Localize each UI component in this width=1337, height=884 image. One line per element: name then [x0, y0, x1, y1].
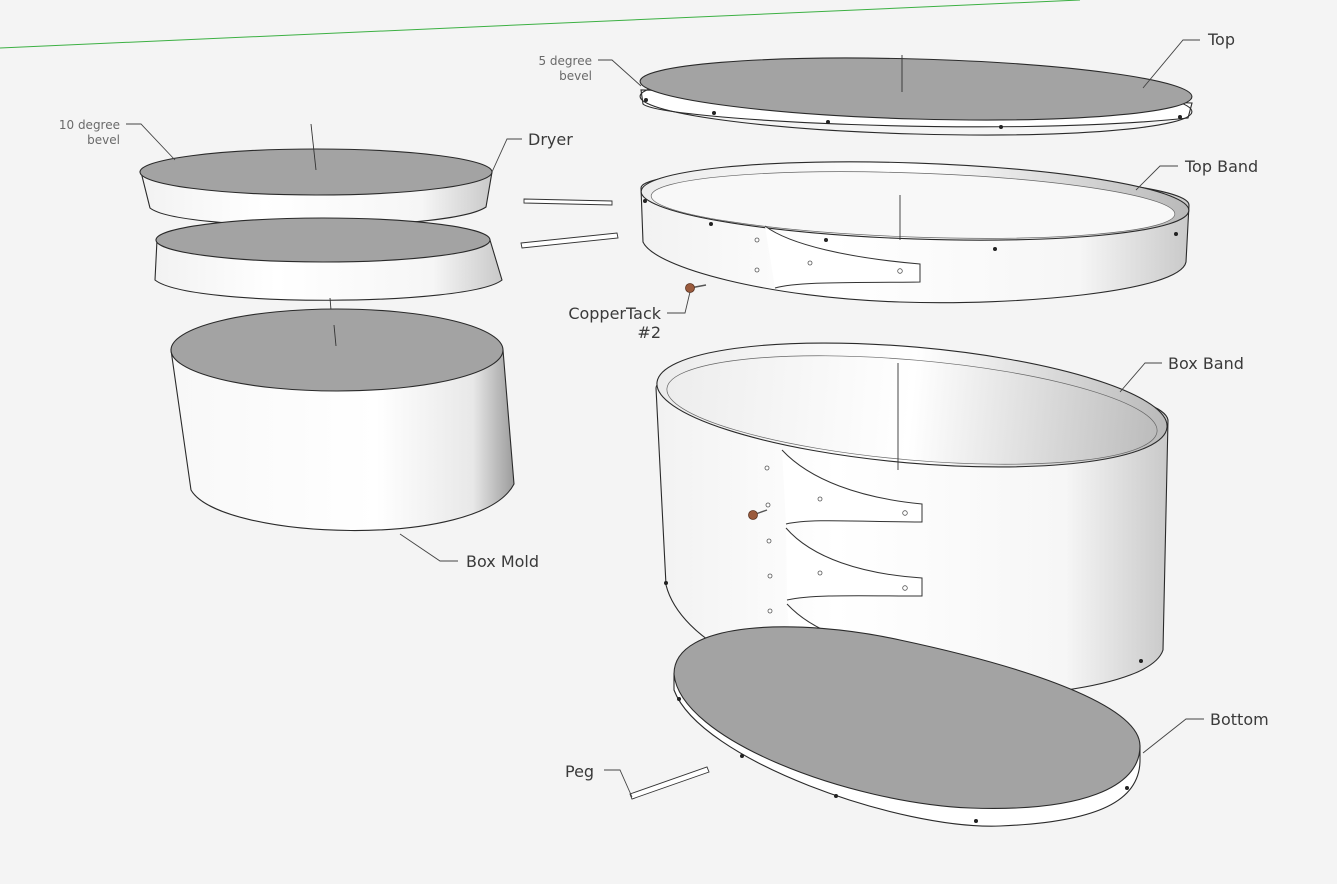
peg-part	[629, 766, 710, 800]
box-mold-part	[170, 308, 515, 532]
bevel10-leader	[126, 123, 176, 161]
bottom-part	[673, 626, 1141, 827]
box-band-part	[655, 342, 1169, 699]
label-box-band: Box Band	[1168, 354, 1244, 373]
dryer-leader	[491, 138, 522, 173]
box-band-leader	[1119, 362, 1162, 393]
copper-tack-leader	[667, 291, 691, 314]
label-copper-tack-1: CopperTack	[568, 304, 661, 323]
box-mold-leader	[399, 533, 458, 562]
bevel5-leader	[598, 59, 642, 87]
top-band-leader	[1135, 165, 1178, 191]
dryer-part	[139, 123, 619, 311]
label-bottom: Bottom	[1210, 710, 1269, 729]
copper-tack-part	[685, 283, 707, 293]
bottom-leader	[1142, 718, 1204, 754]
label-top-band: Top Band	[1184, 157, 1258, 176]
top-leader	[1142, 39, 1200, 89]
label-box-mold: Box Mold	[466, 552, 539, 571]
label-bevel5-2: bevel	[559, 69, 592, 83]
label-top: Top	[1207, 30, 1235, 49]
label-bevel10-1: 10 degree	[59, 118, 120, 132]
label-bevel5-1: 5 degree	[538, 54, 592, 68]
peg-leader	[604, 769, 633, 798]
horizon-line	[0, 0, 1081, 49]
label-peg: Peg	[565, 762, 594, 781]
label-copper-tack-2: #2	[637, 323, 661, 342]
label-bevel10-2: bevel	[87, 133, 120, 147]
top-part	[639, 55, 1193, 136]
label-dryer: Dryer	[528, 130, 573, 149]
top-band-part	[640, 161, 1190, 304]
